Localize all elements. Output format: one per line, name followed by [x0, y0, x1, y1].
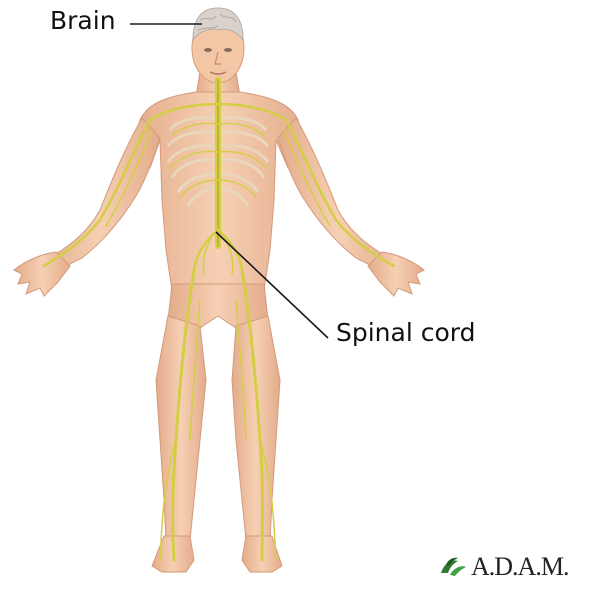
leaf-icon: [438, 555, 468, 579]
adam-logo-text: A.D.A.M.: [471, 552, 568, 582]
brain-label: Brain: [50, 6, 116, 35]
spinal-cord-label: Spinal cord: [336, 318, 476, 347]
adam-logo: A.D.A.M.: [438, 552, 568, 582]
head: [192, 8, 244, 83]
